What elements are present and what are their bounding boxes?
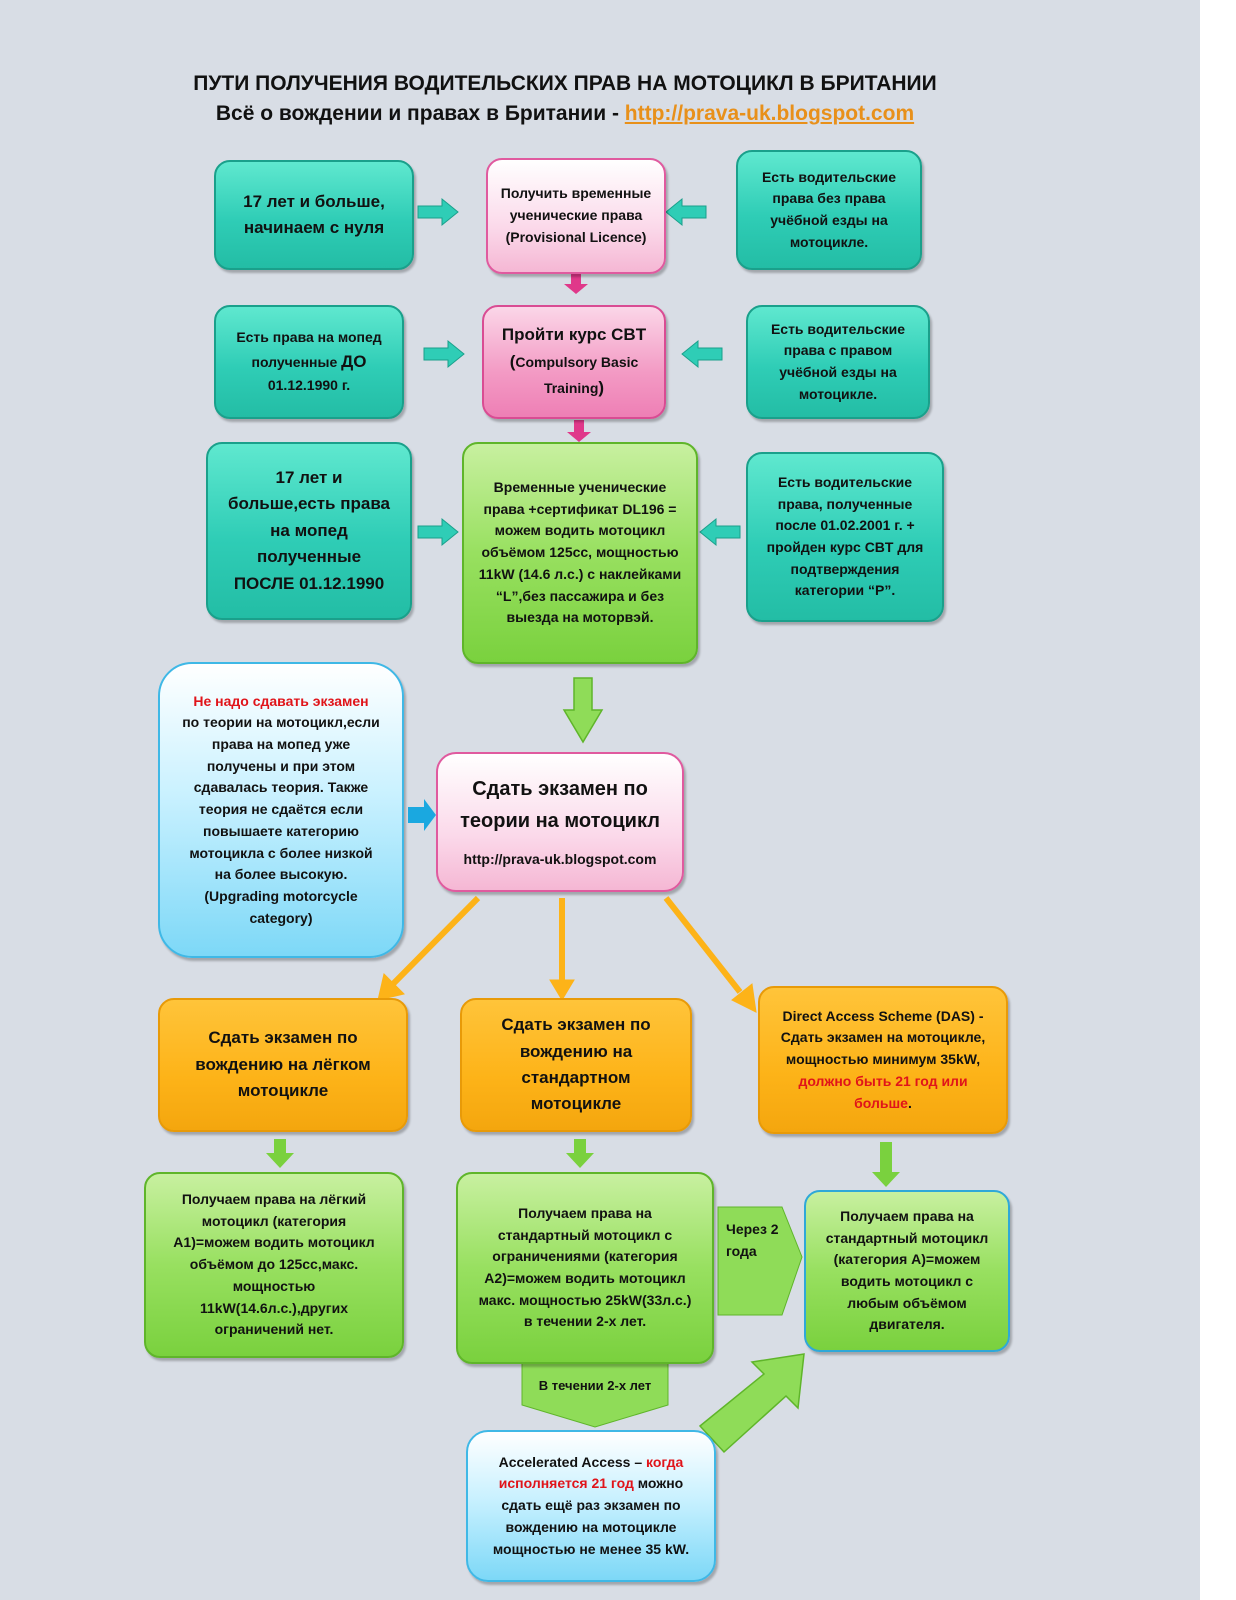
arrow-teal-right-row3 [417,517,459,547]
licence-a1-text: Получаем права на лёгкий мотоцикл (катег… [173,1191,375,1338]
box-exam-light-motorcycle: Сдать экзамен по вождению на лёгком мото… [158,998,408,1132]
arrow-green-down-das [872,1142,900,1187]
box-provisional-licence: Получить временные ученические права (Pr… [486,158,666,274]
within-two-years-label: В течении 2-х лет [538,1378,652,1393]
arrow-orange-center [549,898,575,1001]
arrow-pink-down-1 [564,272,588,294]
moped-before-text-b: ДО [341,351,367,371]
box-17-from-scratch-text: 17 лет и больше, начинаем с нуля [243,191,385,237]
arrow-green-diagonal [698,1353,805,1454]
accelerated-part2-red: когда исполняется 21 год [498,1453,684,1492]
theory-exam-link[interactable]: http://prava-uk.blogspot.com [463,851,657,868]
box-moped-before-1990: Есть права на мопед полученные ДО 01.12.1… [214,305,404,419]
blog-link[interactable]: http://prava-uk.blogspot.com [624,102,915,125]
arrow-orange-right [663,896,757,1013]
arrow-teal-right-row2 [423,339,465,369]
box-moped-after-1990-text: 17 лет и больше,есть права на мопед полу… [227,468,391,593]
box-licence-with-learner: Есть водительские права с правом учёбной… [746,305,930,419]
arrow-green-down-standard [566,1139,594,1168]
das-text-a: Direct Access Scheme (DAS) - Сдать экзам… [780,1007,986,1068]
exam-das-text: Direct Access Scheme (DAS) - Сдать экзам… [776,1006,990,1114]
arrow-teal-left-row2 [681,339,723,369]
box-exam-standard-motorcycle: Сдать экзамен по вождению на стандартном… [460,998,692,1132]
after-two-years-label: Через 2 года [726,1221,779,1260]
box-cbt-course: Пройти курс CBT (Compulsory Basic Traini… [482,305,666,419]
page-background: ПУТИ ПОЛУЧЕНИЯ ВОДИТЕЛЬСКИХ ПРАВ НА МОТО… [0,0,1200,1600]
arrow-teal-left-row1 [665,197,707,227]
arrow-pink-down-2 [567,420,591,442]
licence-a2-text: Получаем права на стандартный мотоцикл с… [478,1204,692,1330]
cbt-text-c: ) [598,378,605,398]
box-no-theory-note: Не надо сдавать экзамен по теории на мот… [158,662,404,958]
box-moped-after-1990: 17 лет и больше,есть права на мопед полу… [206,442,412,620]
arrow-teal-right-row1 [417,197,459,227]
subtitle-text: Всё о вождении и правах в Британии - [215,102,625,125]
accelerated-part3: можно сдать ещё раз экзамен по вождению … [492,1475,690,1557]
box-licence-no-learner: Есть водительские права без права учёбно… [736,150,922,270]
box-exam-das: Direct Access Scheme (DAS) - Сдать экзам… [758,986,1008,1134]
arrow-green-down-theory [562,677,604,744]
page-title: ПУТИ ПОЛУЧЕНИЯ ВОДИТЕЛЬСКИХ ПРАВ НА МОТО… [193,72,937,95]
arrow-green-down-light [266,1139,294,1168]
box-theory-exam: Сдать экзамен по теории на мотоцикл http… [436,752,684,892]
box-licence-no-learner-text: Есть водительские права без права учёбно… [761,168,897,250]
licence-a-text: Получаем права на стандартный мотоцикл (… [825,1207,989,1333]
accelerated-text: Accelerated Access – когда исполняется 2… [484,1452,698,1560]
exam-standard-text: Сдать экзамен по вождению на стандартном… [501,1015,651,1114]
box-17-from-scratch: 17 лет и больше, начинаем с нуля [214,160,414,270]
moped-before-text-a: Есть права на мопед полученные [236,329,382,370]
moped-before-text-c: 01.12.1990 г. [267,377,351,394]
within-two-years-chevron [521,1362,669,1428]
cbt-text-b: Compulsory Basic Training [515,353,639,397]
page-subtitle: Всё о вождении и правах в Британии - htt… [0,102,1130,126]
box-dl196-certificate-text: Временные ученические права +сертификат … [478,479,682,626]
box-provisional-licence-text: Получить временные ученические права (Pr… [500,185,652,245]
no-theory-rest-text: по теории на мотоцикл,если права на мопе… [182,714,380,926]
no-theory-red-text: Не надо сдавать экзамен [193,692,369,709]
box-licence-with-learner-text: Есть водительские права с правом учёбной… [770,320,906,402]
box-dl196-certificate: Временные ученические права +сертификат … [462,442,698,664]
theory-exam-title: Сдать экзамен по теории на мотоцикл [460,778,660,833]
cbt-text-a: Пройти курс CBT ( [501,325,647,371]
box-licence-a2: Получаем права на стандартный мотоцикл с… [456,1172,714,1364]
exam-light-text: Сдать экзамен по вождению на лёгком мото… [195,1028,371,1101]
box-licence-after-2001-text: Есть водительские права, полученные посл… [766,473,924,599]
arrow-blue-right [408,799,436,831]
das-text-dot: . [907,1094,912,1111]
box-licence-after-2001: Есть водительские права, полученные посл… [746,452,944,622]
das-text-red: должно быть 21 год или больше [798,1072,968,1111]
box-moped-before-1990-text: Есть права на мопед полученные ДО 01.12.1… [224,327,394,397]
box-accelerated-access: Accelerated Access – когда исполняется 2… [466,1430,716,1582]
box-cbt-course-text: Пройти курс CBT (Compulsory Basic Traini… [492,322,656,401]
box-licence-a1: Получаем права на лёгкий мотоцикл (катег… [144,1172,404,1358]
box-no-theory-note-text: Не надо сдавать экзамен по теории на мот… [182,691,380,930]
box-licence-a: Получаем права на стандартный мотоцикл (… [804,1190,1010,1352]
accelerated-part1: Accelerated Access – [498,1453,646,1470]
arrow-teal-left-row3 [699,517,741,547]
